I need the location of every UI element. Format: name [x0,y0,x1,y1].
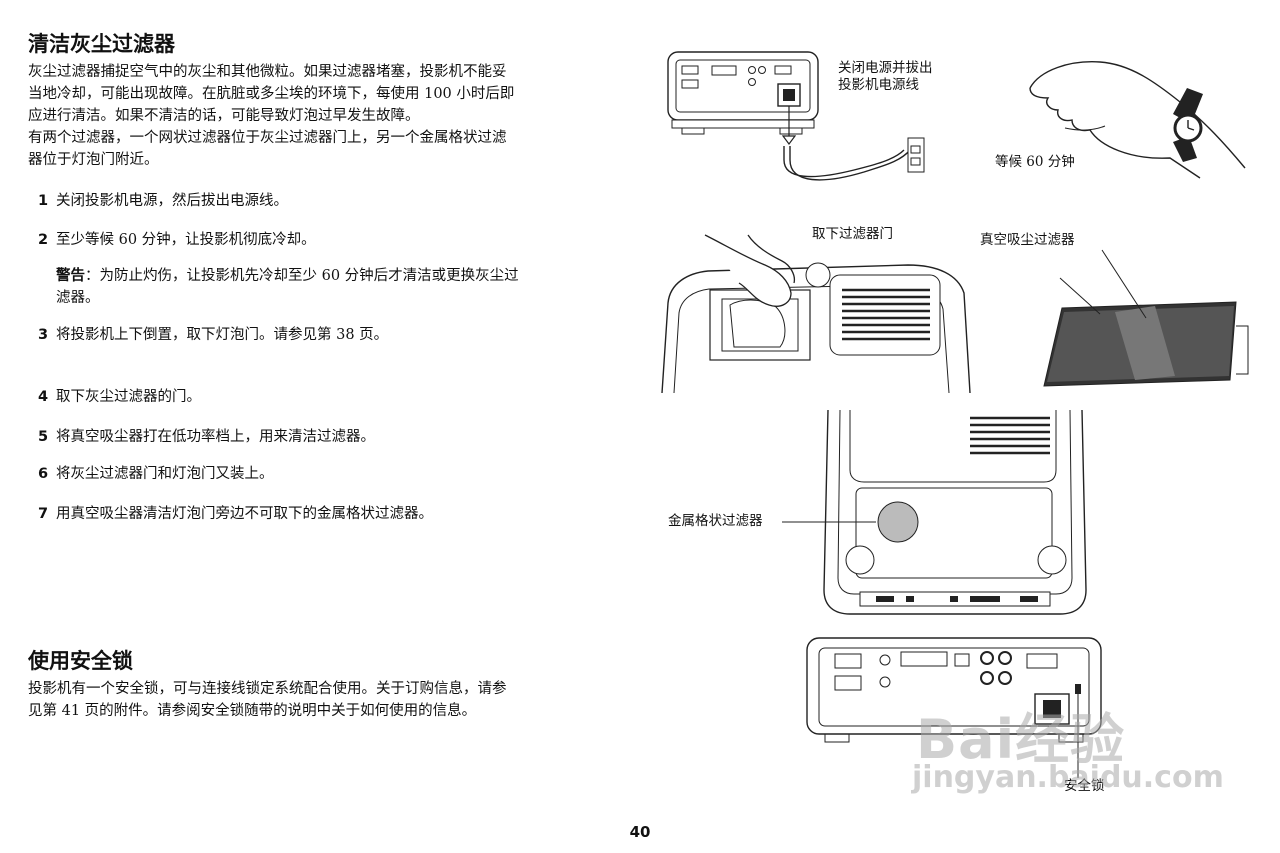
metal-filter-leader-line [782,521,876,523]
step-number: 4 [38,389,49,405]
intro-line: 灰尘过滤器捕捉空气中的灰尘和其他微粒。如果过滤器堵塞，投影机不能妥 [28,64,507,80]
step-text: 将投影机上下倒置，取下灯泡门。请参见第 38 页。 [56,327,389,343]
caption-metal-filter: 金属格状过滤器 [668,513,763,529]
step-6: 6 将灰尘过滤器门和灯泡门又装上。 [38,463,274,485]
section-title-security-lock: 使用安全锁 [28,649,133,673]
intro-line: 应进行清洁。如果不清洁的话，可能导致灯泡过早发生故障。 [28,108,420,124]
security-paragraph-line: 投影机有一个安全锁，可与连接线锁定系统配合使用。关于订购信息，请参 [28,681,507,697]
caption-line: 关闭电源并拔出 [838,60,933,76]
step-text: 至少等候 60 分钟，让投影机彻底冷却。 [56,232,316,248]
caption-power-off: 关闭电源并拔出 投影机电源线 [838,60,933,94]
caption-wait: 等候 60 分钟 [995,154,1075,170]
step-3: 3 将投影机上下倒置，取下灯泡门。请参见第 38 页。 [38,324,388,346]
metal-filter-illustration [823,409,1087,615]
step-2: 2 至少等候 60 分钟，让投影机彻底冷却。 [38,229,316,251]
step-text: 将灰尘过滤器门和灯泡门又装上。 [56,466,274,482]
section-title-clean-filter: 清洁灰尘过滤器 [28,32,175,56]
step-text: 取下灰尘过滤器的门。 [56,389,201,405]
step-number: 6 [38,466,49,482]
step-number: 7 [38,506,49,522]
step-7: 7 用真空吸尘器清洁灯泡门旁边不可取下的金属格状过滤器。 [38,503,433,525]
warning-label: 警告 [56,267,85,284]
power-cord-illustration [667,51,925,181]
hand-watch-illustration [1029,61,1246,179]
step-4: 4 取下灰尘过滤器的门。 [38,386,201,408]
step-number: 5 [38,429,49,445]
security-paragraph-line: 见第 41 页的附件。请参阅安全锁随带的说明中关于如何使用的信息。 [28,703,477,719]
step-number: 2 [38,232,49,248]
caption-remove-door: 取下过滤器门 [812,226,893,242]
caption-security-lock: 安全锁 [1064,778,1105,794]
step-5: 5 将真空吸尘器打在低功率档上，用来清洁过滤器。 [38,426,375,448]
caption-line: 投影机电源线 [838,77,919,93]
remove-filter-door-illustration [661,234,971,394]
page-number: 40 [629,823,651,841]
step-text: 将真空吸尘器打在低功率档上，用来清洁过滤器。 [56,429,375,445]
intro-line: 器位于灯泡门附近。 [28,152,159,168]
intro-line: 当地冷却，可能出现故障。在肮脏或多尘埃的环境下，每使用 100 小时后即 [28,86,515,102]
step-number: 3 [38,327,49,343]
warning-text: ：为防止灼伤，让投影机先冷却至少 60 分钟后才清洁或更换灰尘过 [85,268,519,284]
security-lock-illustration [806,637,1102,778]
intro-line: 有两个过滤器，一个网状过滤器位于灰尘过滤器门上，另一个金属格状过滤 [28,130,507,146]
watermark-url: jingyan.baidu.com [912,760,1224,795]
vacuum-filter-illustration [1043,249,1249,387]
step-number: 1 [38,193,49,209]
watermark-logo: Bai经验 [916,708,1126,771]
warning-note: 警告：为防止灼伤，让投影机先冷却至少 60 分钟后才清洁或更换灰尘过 滤器。 [56,265,519,309]
step-text: 关闭投影机电源，然后拔出电源线。 [56,193,288,209]
warning-text-continued: 滤器。 [56,290,100,306]
step-1: 1 关闭投影机电源，然后拔出电源线。 [38,190,288,212]
caption-vacuum: 真空吸尘过滤器 [980,232,1075,248]
step-text: 用真空吸尘器清洁灯泡门旁边不可取下的金属格状过滤器。 [56,506,433,522]
